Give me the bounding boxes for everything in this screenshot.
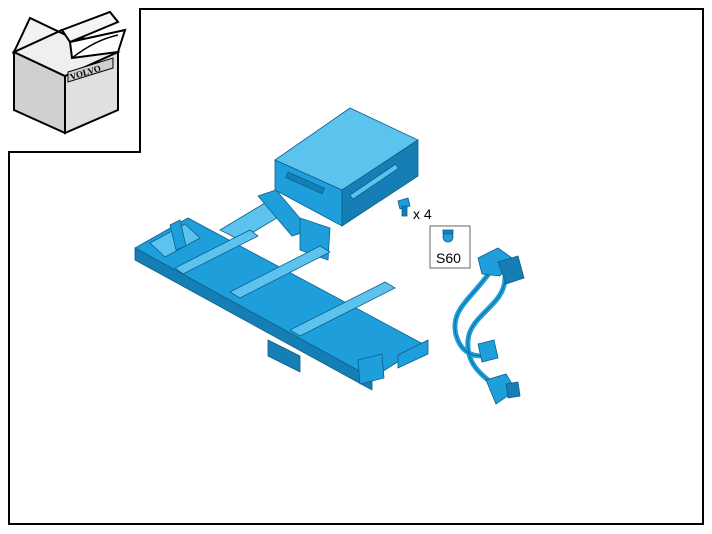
control-module [274, 107, 419, 227]
screw-icon [397, 197, 411, 217]
harness-connector-bottom [485, 373, 521, 405]
diagram-border [8, 8, 704, 525]
wiring-harness [452, 269, 508, 391]
kit-box-icon: VOLVO [11, 10, 127, 135]
mounting-bracket [134, 189, 429, 391]
harness-connector-middle [477, 339, 499, 363]
harness-connector-top [477, 247, 525, 285]
screw-quantity-label: x 4 [413, 206, 432, 222]
clip-icon [442, 229, 454, 243]
variant-label: S60 [436, 250, 461, 266]
